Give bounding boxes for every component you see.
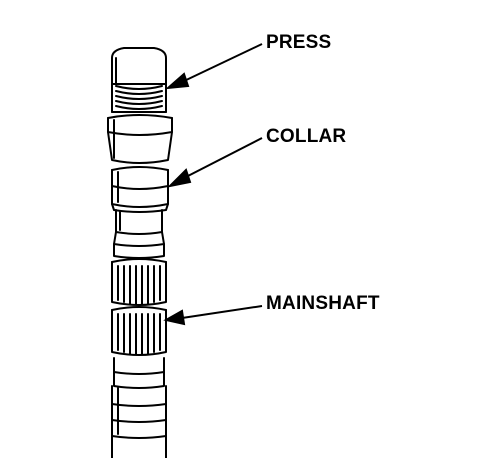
- press-leader: [181, 43, 263, 83]
- mainshaft-label: MAINSHAFT: [266, 293, 380, 314]
- collar: [111, 166, 169, 213]
- mainshaft-leader: [181, 305, 263, 319]
- collar-leader: [183, 137, 263, 179]
- leader-lines: [163, 43, 263, 326]
- lower-shaft: [111, 357, 167, 458]
- collar-arrowhead: [166, 168, 192, 188]
- mainshaft-arrowhead: [163, 309, 186, 326]
- collar-label: COLLAR: [266, 126, 347, 147]
- press-tube: [111, 47, 167, 113]
- shaft-neck: [113, 209, 165, 259]
- press-head: [107, 114, 173, 164]
- press-label: PRESS: [266, 32, 332, 53]
- press-arrowhead: [164, 72, 190, 90]
- mainshaft-splines: [111, 258, 167, 356]
